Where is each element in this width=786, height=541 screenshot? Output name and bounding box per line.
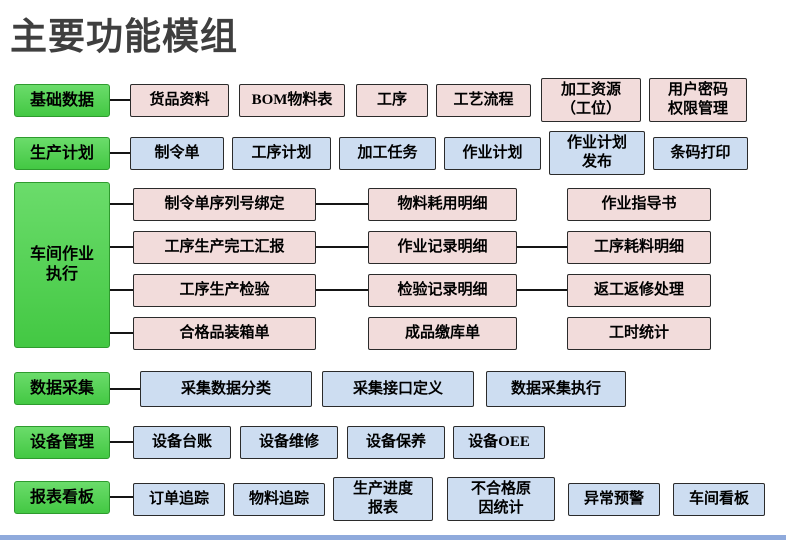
group-equipment-management: 设备管理 [14, 426, 110, 459]
connector-line [110, 332, 133, 334]
connector-line [110, 388, 140, 390]
item-work-hours-statistics: 工时统计 [567, 317, 711, 350]
item-order-tracking: 订单追踪 [133, 483, 225, 516]
item-job-plan-release: 作业计划 发布 [549, 131, 645, 175]
item-equipment-oee: 设备OEE [453, 426, 545, 459]
group-workshop-execution: 车间作业 执行 [14, 182, 110, 348]
item-job-plan: 作业计划 [444, 137, 541, 170]
connector-line [110, 152, 130, 154]
page-title: 主要功能模组 [10, 16, 238, 57]
item-processing-resource-station: 加工资源 （工位） [541, 78, 641, 122]
item-equipment-maintenance: 设备保养 [347, 426, 445, 459]
item-material-tracking: 物料追踪 [233, 483, 325, 516]
item-process-production-inspection: 工序生产检验 [133, 274, 316, 307]
item-work-order: 制令单 [130, 137, 224, 170]
connector-line [316, 289, 368, 291]
item-goods-data: 货品资料 [130, 84, 229, 117]
item-bom-material-list: BOM物料表 [239, 84, 345, 117]
item-equipment-repair: 设备维修 [240, 426, 338, 459]
item-abnormal-alert: 异常预警 [568, 483, 660, 516]
item-workshop-dashboard: 车间看板 [673, 483, 765, 516]
item-barcode-print: 条码打印 [653, 137, 748, 170]
group-data-collection: 数据采集 [14, 372, 110, 405]
item-work-order-serial-binding: 制令单序列号绑定 [133, 188, 316, 221]
item-collected-data-classification: 采集数据分类 [140, 371, 312, 407]
connector-line [110, 289, 133, 291]
item-process-flow: 工艺流程 [436, 84, 531, 117]
item-nonconforming-cause-statistics: 不合格原 因统计 [447, 477, 555, 521]
group-basic-data: 基础数据 [14, 84, 110, 117]
item-finished-goods-warehousing: 成品缴库单 [368, 317, 517, 350]
connector-line [110, 99, 130, 101]
group-production-plan: 生产计划 [14, 137, 110, 170]
item-data-collection-execution: 数据采集执行 [486, 371, 626, 407]
item-material-consumption-detail: 物料耗用明细 [368, 188, 517, 221]
item-work-instruction: 作业指导书 [567, 188, 711, 221]
connector-line [316, 246, 368, 248]
item-processing-task: 加工任务 [339, 137, 436, 170]
connector-line [517, 289, 567, 291]
connector-line [316, 203, 368, 205]
item-qualified-packing-list: 合格品装箱单 [133, 317, 316, 350]
bottom-accent-bar [0, 535, 786, 540]
connector-line [110, 441, 133, 443]
connector-line [110, 496, 133, 498]
item-process-plan: 工序计划 [232, 137, 331, 170]
item-process-material-detail: 工序耗料明细 [567, 231, 711, 264]
item-process-completion-report: 工序生产完工汇报 [133, 231, 316, 264]
item-user-password-permission: 用户密码 权限管理 [649, 78, 747, 122]
item-rework-repair-handling: 返工返修处理 [567, 274, 711, 307]
item-job-record-detail: 作业记录明细 [368, 231, 517, 264]
item-equipment-ledger: 设备台账 [133, 426, 231, 459]
item-process: 工序 [356, 84, 428, 117]
connector-line [517, 246, 567, 248]
connector-line [110, 246, 133, 248]
connector-line [110, 203, 133, 205]
item-inspection-record-detail: 检验记录明细 [368, 274, 517, 307]
group-report-dashboard: 报表看板 [14, 481, 110, 514]
item-production-progress-report: 生产进度 报表 [333, 477, 433, 521]
item-collection-interface-definition: 采集接口定义 [322, 371, 474, 407]
